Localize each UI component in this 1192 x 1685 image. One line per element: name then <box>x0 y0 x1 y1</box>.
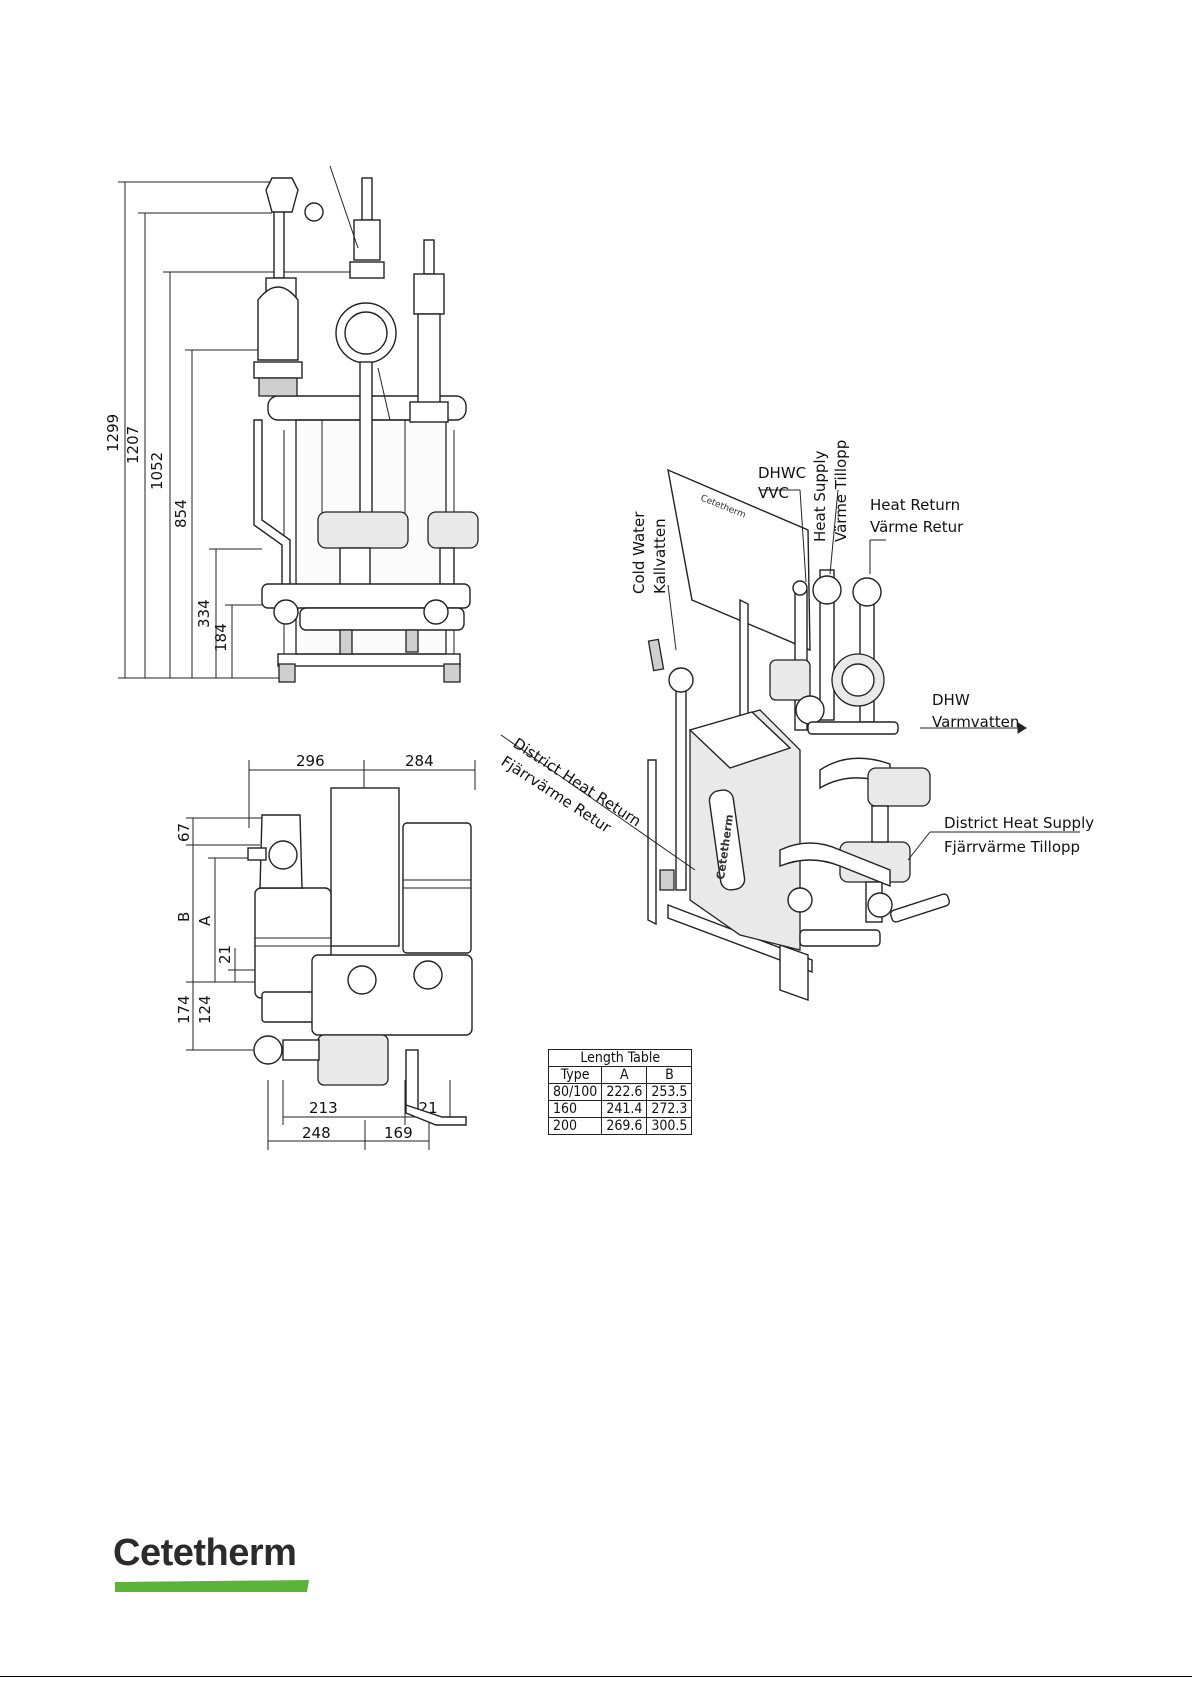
logo-text: Cetetherm <box>113 1532 297 1574</box>
label-kallvatten: Kallvatten <box>651 518 669 594</box>
height-1207: 1207 <box>124 426 142 464</box>
top-view: 296 284 213 121 248 169 67 B A 21 174 12… <box>175 752 476 1150</box>
label-dhw: DHW <box>932 691 970 709</box>
label-fjarrvarme-tillopp: Fjärrvärme Tillopp <box>944 838 1080 856</box>
height-1299: 1299 <box>104 414 122 452</box>
isometric-view: Cetetherm Cetetherm <box>647 468 951 1001</box>
height-21: 21 <box>216 945 234 964</box>
label-district-heat-supply: District Heat Supply <box>944 814 1094 832</box>
height-1052: 1052 <box>148 452 166 490</box>
col-header-a: A <box>601 1066 648 1084</box>
table-cell: 300.5 <box>646 1117 693 1135</box>
height-174: 174 <box>175 995 193 1024</box>
table-row: 80/100 222.6 253.5 <box>547 1083 693 1101</box>
label-heat-return: Heat Return <box>870 496 960 514</box>
leader-lines <box>500 489 1080 871</box>
table-row: 200 269.6 300.5 <box>547 1117 693 1135</box>
height-B: B <box>175 912 193 922</box>
width-213: 213 <box>309 1099 338 1117</box>
length-table: Length Table Type A B 80/100 222.6 253.5… <box>547 1049 693 1135</box>
table-cell: 269.6 <box>601 1117 648 1135</box>
front-view: 1299 1207 1052 854 334 184 <box>104 165 479 683</box>
table-cell: 241.4 <box>601 1100 648 1118</box>
cetetherm-logo: Cetetherm <box>113 1532 313 1592</box>
table-cell: 222.6 <box>601 1083 648 1101</box>
table-row: 160 241.4 272.3 <box>547 1100 693 1118</box>
label-varmvatten: Varmvatten <box>932 713 1019 731</box>
height-67: 67 <box>175 823 193 842</box>
height-A: A <box>196 915 214 926</box>
width-296: 296 <box>296 752 325 770</box>
col-header-b: B <box>646 1066 693 1084</box>
label-varme-tillopp: Värme Tillopp <box>832 440 850 542</box>
length-table-title: Length Table <box>547 1049 693 1067</box>
label-varme-retur: Värme Retur <box>870 518 964 536</box>
width-169: 169 <box>384 1124 413 1142</box>
height-124: 124 <box>196 995 214 1024</box>
table-cell: 160 <box>547 1100 603 1118</box>
height-184: 184 <box>212 623 230 652</box>
height-854: 854 <box>172 499 190 528</box>
col-header-type: Type <box>547 1066 603 1084</box>
table-cell: 272.3 <box>646 1100 693 1118</box>
label-heat-supply: Heat Supply <box>811 450 829 542</box>
footer-rule <box>0 1676 1192 1677</box>
logo-green-bar <box>115 1580 309 1592</box>
label-cold-water: Cold Water <box>630 511 648 594</box>
width-248: 248 <box>302 1124 331 1142</box>
label-vvc: VVC <box>758 484 789 502</box>
table-cell: 80/100 <box>547 1083 603 1101</box>
width-284: 284 <box>405 752 434 770</box>
table-cell: 253.5 <box>646 1083 693 1101</box>
height-334: 334 <box>195 599 213 628</box>
table-cell: 200 <box>547 1117 603 1135</box>
label-dhwc: DHWC <box>758 464 806 482</box>
